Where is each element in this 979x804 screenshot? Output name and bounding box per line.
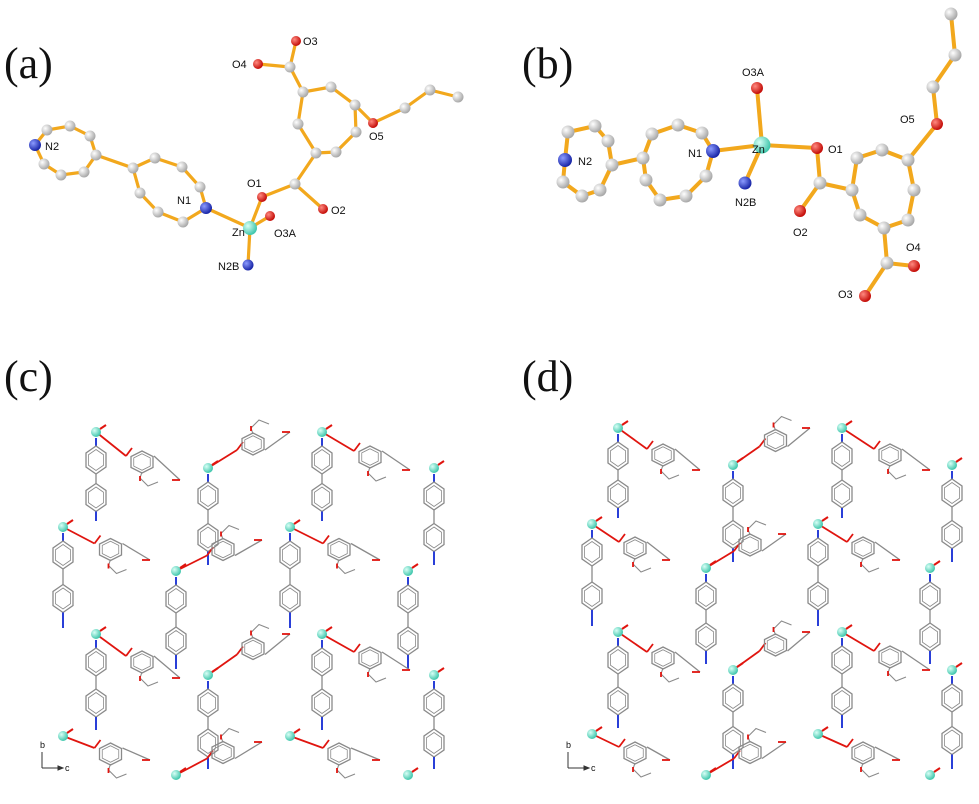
zn-node (728, 665, 738, 675)
zn-node (317, 629, 327, 639)
atom-b-o3 (859, 290, 871, 302)
panel-b-labels: O3A O5 N2 N1 Zn O1 N2B O2 O4 O3 (578, 67, 921, 301)
atom-n2b (242, 259, 254, 271)
atom-o1 (257, 192, 267, 202)
zn-node (285, 522, 295, 532)
zn-node (203, 670, 213, 680)
zn-node (925, 770, 935, 780)
label-a-o3: O3 (303, 36, 318, 48)
atom-o4 (253, 59, 263, 69)
zn-node (403, 566, 413, 576)
zn-node (58, 731, 68, 741)
panel-d-network (581, 415, 963, 780)
label-a-o1: O1 (247, 178, 262, 190)
zn-node (587, 519, 597, 529)
zn-node (203, 463, 213, 473)
label-b-n2: N2 (578, 156, 592, 168)
zn-node (701, 563, 711, 573)
zn-node (171, 770, 181, 780)
zn-node (91, 427, 101, 437)
panel-c-axis-c: c (65, 763, 70, 773)
label-b-o1: O1 (828, 144, 843, 156)
label-b-o2: O2 (793, 227, 808, 239)
atom-n2 (29, 139, 41, 151)
panel-c-axes (41, 752, 65, 771)
zn-node (813, 519, 823, 529)
panel-a-atoms (29, 36, 464, 271)
zn-node (317, 427, 327, 437)
zn-node (813, 729, 823, 739)
label-b-o5: O5 (900, 114, 915, 126)
label-b-o3a: O3A (742, 67, 765, 79)
label-a-o5: O5 (369, 131, 384, 143)
atom-b-n2 (558, 153, 572, 167)
zn-node (429, 463, 439, 473)
label-b-zn: Zn (752, 144, 765, 156)
panel-a-labels: O3 O4 O5 N2 N1 O1 O2 Zn O3A N2B (45, 36, 384, 273)
atom-zn (243, 221, 257, 235)
label-b-n2b: N2B (735, 197, 756, 209)
zn-node (429, 670, 439, 680)
label-a-n2b: N2B (218, 261, 239, 273)
panel-d-letter: (d) (522, 352, 574, 401)
atom-n1 (200, 202, 212, 214)
label-a-o4: O4 (232, 59, 247, 71)
panel-b-letter: (b) (522, 39, 574, 88)
zn-node (613, 627, 623, 637)
zn-node (947, 460, 957, 470)
zn-node (285, 731, 295, 741)
atom-b-o1 (811, 142, 823, 154)
atom-b-o5 (931, 118, 943, 130)
zn-node (587, 729, 597, 739)
atom-o5 (368, 118, 378, 128)
zn-node (403, 770, 413, 780)
zn-node (728, 460, 738, 470)
panel-a-letter: (a) (4, 39, 53, 88)
label-a-zn: Zn (232, 227, 245, 239)
zn-node (613, 423, 623, 433)
zn-node (925, 563, 935, 573)
atom-o3a (265, 211, 275, 221)
label-a-o3a: O3A (274, 228, 297, 240)
zn-node (58, 522, 68, 532)
atom-b-o3a (751, 82, 763, 94)
label-b-o4: O4 (906, 242, 921, 254)
atom-b-o2 (794, 205, 806, 217)
panel-d-axis-c: c (591, 763, 596, 773)
label-a-n2: N2 (45, 141, 59, 153)
zn-node (701, 770, 711, 780)
panel-c-axis-b: b (40, 740, 45, 750)
label-b-n1: N1 (688, 148, 702, 160)
atom-b-n2b (738, 176, 752, 190)
label-a-n1: N1 (177, 195, 191, 207)
zn-node (837, 627, 847, 637)
panel-d-axis-b: b (566, 740, 571, 750)
zn-node (947, 665, 957, 675)
atom-b-o4 (908, 260, 920, 272)
panel-b-structure: O3A O5 N2 N1 Zn O1 N2B O2 O4 O3 (556, 7, 962, 302)
panel-b-atoms (556, 7, 962, 302)
panel-c-letter: (c) (4, 352, 53, 401)
zn-node (171, 566, 181, 576)
label-b-o3: O3 (838, 289, 853, 301)
zn-node (91, 629, 101, 639)
atom-b-zn (753, 136, 771, 154)
panel-d-axes (567, 752, 591, 771)
atom-o3 (291, 36, 301, 46)
zn-node (837, 423, 847, 433)
label-a-o2: O2 (331, 205, 346, 217)
atom-b-n1 (706, 144, 720, 158)
panel-a-structure: O3 O4 O5 N2 N1 O1 O2 Zn O3A N2B (29, 36, 464, 273)
panel-c-network (52, 419, 445, 780)
atom-o2 (318, 204, 328, 214)
